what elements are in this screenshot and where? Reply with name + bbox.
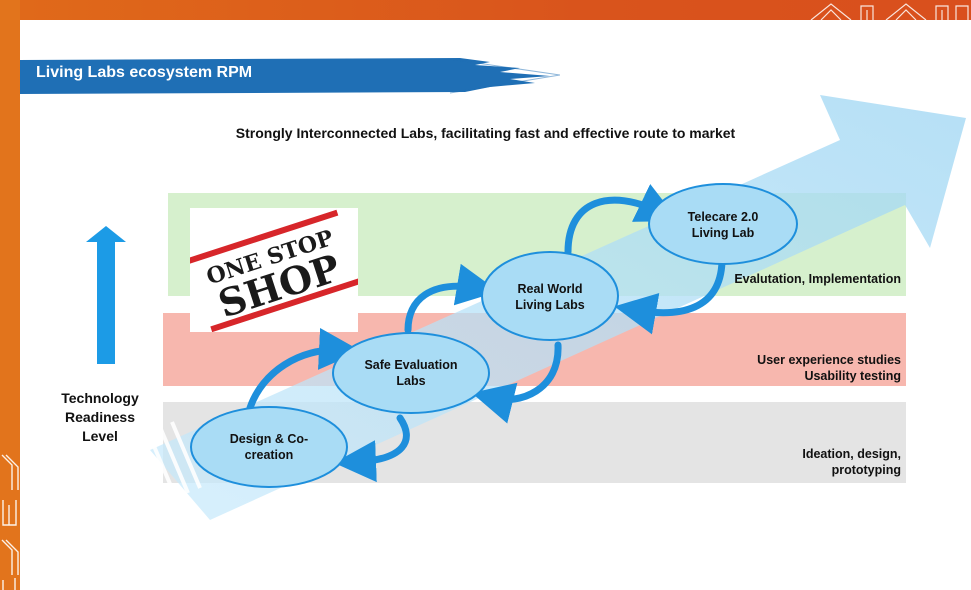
- top-accent-bar: [0, 0, 971, 20]
- left-accent-bar: [0, 0, 20, 590]
- node-label-telecare: Telecare 2.0 Living Lab: [687, 210, 759, 240]
- node-design: [190, 406, 348, 488]
- node-safe-evaluation: [332, 332, 490, 414]
- band-label-implementation: Evalutation, Implementation: [734, 272, 901, 286]
- node-label-safe-evaluation: Safe Evaluation Labs: [364, 358, 458, 388]
- one-stop-shop-stamp-icon: ONE STOP SHOP: [188, 209, 361, 333]
- node-real-world: [481, 251, 619, 341]
- node-label-design: Design & Co-creation: [229, 432, 309, 462]
- corner-pattern-icon: [810, 3, 969, 20]
- node-label-real-world: Real World Living Labs: [515, 282, 585, 312]
- band-label-ideation: Ideation, design, prototyping: [802, 447, 901, 477]
- cycle-arrows: [246, 183, 726, 483]
- band-label-user-experience: User experience studies Usability testin…: [757, 353, 901, 383]
- one-stop-shop-logo: ONE STOP SHOP: [188, 208, 361, 333]
- y-axis-label: Technology Readiness Level: [61, 390, 139, 444]
- trl-arrow-icon: [86, 226, 126, 364]
- node-telecare: [648, 183, 798, 265]
- page-title: Living Labs ecosystem RPM: [36, 64, 253, 81]
- lab-nodes: [190, 183, 798, 488]
- subtitle: Strongly Interconnected Labs, facilitati…: [235, 125, 736, 141]
- title-banner: [20, 58, 560, 94]
- arrow-tail-stripes: [146, 421, 202, 499]
- side-pattern-icon: [1, 454, 19, 590]
